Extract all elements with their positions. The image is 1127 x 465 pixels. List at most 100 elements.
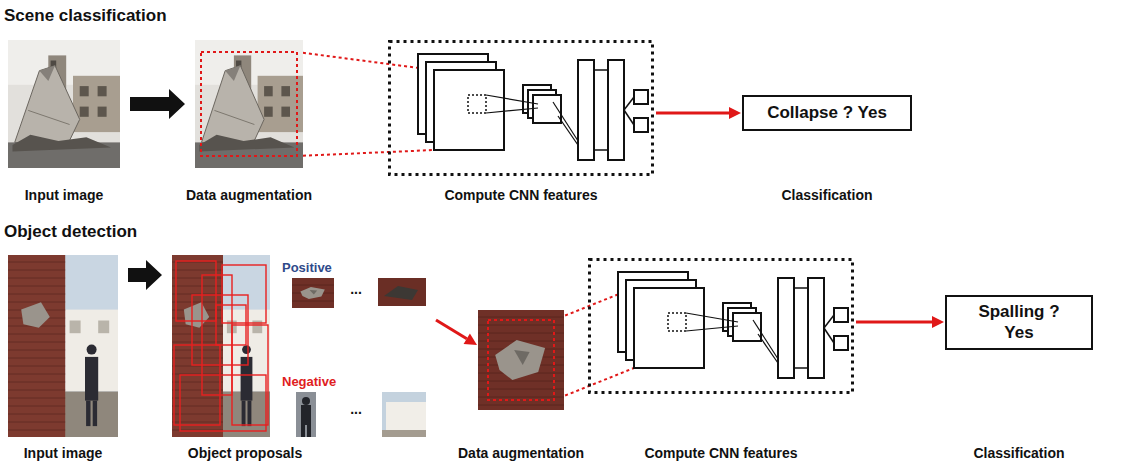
result-box: Collapse ? Yes [742, 95, 912, 131]
graphic-polygon [184, 302, 209, 328]
graphic-line [8, 414, 65, 415]
graphic-rect [382, 392, 426, 437]
block-arrow [130, 89, 185, 119]
graphic-rect [301, 425, 305, 437]
block-arrow [128, 260, 162, 290]
graphic-polygon [514, 350, 530, 365]
projection-line [297, 52, 434, 70]
graphic-rect [242, 401, 246, 427]
caption-holder: Object proposals [188, 444, 302, 462]
graphic-line [794, 287, 808, 289]
arrow-shaft [656, 112, 729, 115]
label-holder: Classification [973, 444, 1064, 462]
graphic-line [8, 422, 65, 423]
graphic-polygon [202, 66, 265, 148]
image-panel: Data augmentation [195, 40, 303, 168]
graphic-line [8, 286, 65, 287]
graphic-line [214, 110, 254, 124]
graphic-line [824, 315, 834, 328]
graphic-line [686, 326, 738, 331]
graphic-polygon [39, 66, 55, 81]
cnn-feature-box: Compute CNN features [388, 40, 654, 176]
image-panel: Input image [8, 40, 120, 168]
graphic-line [794, 367, 808, 369]
cnn-diagram [588, 258, 854, 394]
graphic-line [8, 430, 65, 431]
cnn-diagram [388, 40, 654, 176]
graphic-rect [180, 375, 266, 431]
caption-holder: Data augmentation [458, 444, 584, 462]
graphic-rect [202, 275, 232, 395]
graphic-line [8, 294, 65, 295]
graphic-rect [834, 336, 848, 350]
graphic-rect [8, 392, 118, 438]
graphic-line [478, 405, 564, 406]
graphic-line [8, 278, 65, 279]
caption-holder: Compute CNN features [444, 186, 597, 204]
graphic-rect [281, 86, 290, 96]
graphic-line [8, 390, 65, 391]
stage-caption: Object proposals [188, 445, 302, 461]
red-arrow [656, 107, 741, 119]
projection-lines [297, 52, 434, 156]
graphic-g [478, 310, 564, 410]
graphic-line [172, 350, 223, 351]
graphic-rect [307, 425, 311, 437]
graphic-rect [172, 392, 270, 438]
graphic-line [478, 397, 564, 398]
arrow-shaft [856, 321, 932, 324]
stage-caption: Classification [973, 445, 1064, 461]
graphic-rect [478, 310, 564, 410]
graphic-rect [98, 321, 109, 334]
graphic-polygon [199, 135, 294, 152]
graphic-g [382, 392, 426, 437]
graphic-line [553, 102, 580, 144]
graphic-line [594, 149, 608, 151]
graphic-line [8, 406, 65, 407]
graphic-line [824, 328, 834, 343]
graphic-line [8, 382, 65, 383]
graphic-rect [216, 305, 246, 345]
graphic-line [594, 69, 608, 71]
photo-illustration [478, 310, 564, 410]
graphic-rect [241, 357, 253, 401]
graphic-line [758, 334, 780, 366]
stage-caption: Compute CNN features [644, 445, 797, 461]
photo-illustration [8, 255, 118, 437]
graphic-circle [302, 397, 310, 405]
red-arrow [856, 316, 944, 328]
graphic-rect [668, 313, 686, 331]
image-panel: Input image [8, 255, 118, 437]
graphic-line [486, 108, 538, 113]
graphic-rect [8, 255, 118, 437]
graphic-rect [292, 278, 334, 308]
graphic-line [8, 374, 65, 375]
graphic-rect [93, 401, 97, 427]
graphic-rect [390, 42, 653, 175]
graphic-line [558, 116, 580, 148]
label-holder: Scene classification [4, 6, 167, 26]
stage-caption: Classification [781, 187, 872, 203]
graphic-rect [85, 357, 98, 401]
section-heading: Scene classification [4, 6, 167, 25]
stage-caption: Compute CNN features [444, 187, 597, 203]
graphic-rect [222, 265, 266, 323]
photo-illustration [8, 40, 120, 168]
graphic-line [28, 110, 69, 124]
graphic-line [753, 320, 780, 362]
caption-holder: Input image [24, 444, 103, 462]
sample-class-label: Negative [282, 374, 336, 389]
graphic-rect [98, 107, 107, 117]
stage-caption: Data augmentation [186, 187, 312, 203]
graphic-line [8, 398, 65, 399]
graphic-rect [634, 90, 648, 104]
graphic-rect [634, 118, 648, 132]
graphic-rect [634, 288, 704, 368]
graphic-rect [382, 430, 426, 437]
graphic-line [478, 333, 564, 334]
graphic-line [486, 95, 538, 104]
result-text: Collapse ? Yes [767, 102, 887, 123]
graphic-line [8, 350, 65, 351]
graphic-g [172, 255, 270, 437]
graphic-rect [808, 278, 824, 378]
